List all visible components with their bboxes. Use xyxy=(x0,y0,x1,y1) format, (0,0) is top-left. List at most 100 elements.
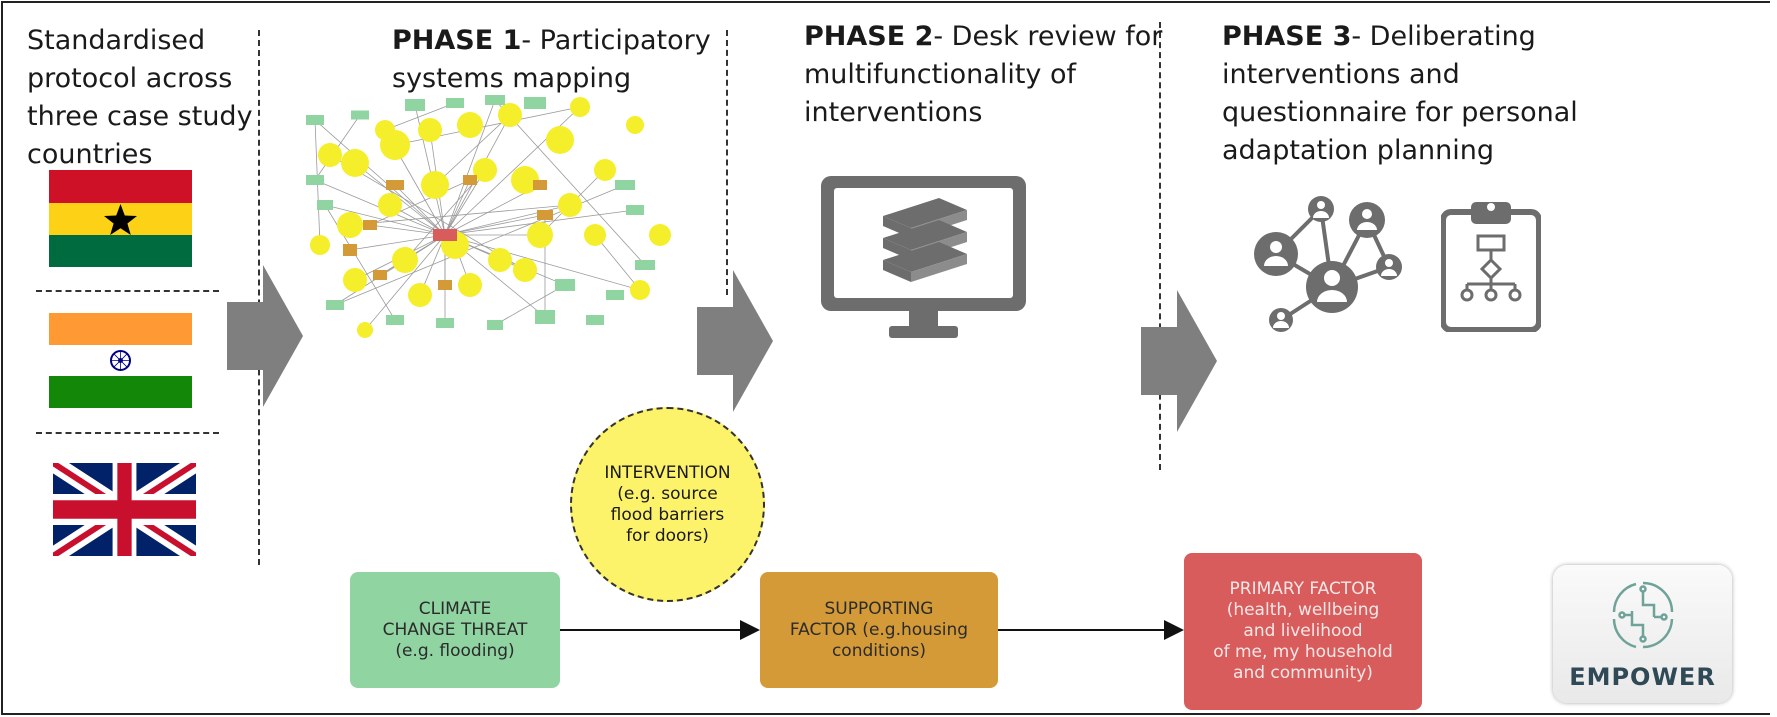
map-factor-node xyxy=(558,193,582,217)
map-factor-node xyxy=(337,212,363,238)
map-driver-node xyxy=(433,229,457,241)
empower-logo: EMPOWER xyxy=(1553,565,1732,703)
flow-arrow-2 xyxy=(697,270,773,412)
primary-line: PRIMARY FACTOR xyxy=(1229,579,1377,599)
map-edge xyxy=(324,204,446,236)
intervention-line: flood barriers xyxy=(610,504,725,525)
map-threat-node xyxy=(446,98,464,108)
systems-map-graphic xyxy=(306,95,671,338)
phase1-title: - Participatory xyxy=(521,25,711,56)
map-factor-node xyxy=(649,224,671,246)
phase3-heading: PHASE 3- Deliberating interventions and … xyxy=(1222,18,1578,170)
threat-line: (e.g. flooding) xyxy=(395,640,515,661)
network-people-icon xyxy=(1254,196,1402,332)
map-factor-node xyxy=(527,222,553,248)
left-title-line: three case study xyxy=(27,101,253,132)
map-factor-node xyxy=(594,159,616,181)
map-factor-node xyxy=(310,235,330,255)
empower-emblem-icon xyxy=(1612,581,1674,649)
map-edge xyxy=(349,234,446,251)
map-driver-node xyxy=(363,220,377,230)
left-panel-title: Standardised protocol across three case … xyxy=(27,22,253,174)
map-factor-node xyxy=(488,248,512,272)
primary-factor-box: PRIMARY FACTOR (health, wellbeing and li… xyxy=(1184,553,1422,710)
map-edge xyxy=(314,119,446,236)
map-edge xyxy=(444,99,496,236)
map-factor-node xyxy=(498,103,522,127)
map-threat-node xyxy=(524,97,546,109)
map-edge xyxy=(434,114,511,186)
map-factor-node xyxy=(421,171,449,199)
map-factor-node xyxy=(473,158,497,182)
phase3-label: PHASE 3 xyxy=(1222,21,1352,52)
map-driver-node xyxy=(386,180,404,190)
map-factor-node xyxy=(341,149,369,177)
computer-books-icon xyxy=(821,176,1026,338)
threat-line: CLIMATE xyxy=(418,598,492,619)
map-factor-node xyxy=(626,116,644,134)
phase3-title-line4: adaptation planning xyxy=(1222,135,1494,166)
phase2-heading: PHASE 2- Desk review for multifunctional… xyxy=(804,18,1162,132)
map-factor-node xyxy=(584,224,606,246)
phase3-title-line3: questionnaire for personal xyxy=(1222,97,1578,128)
map-edge xyxy=(349,204,571,226)
map-factor-node xyxy=(343,268,367,292)
separator-phase2-3 xyxy=(1159,22,1161,470)
map-edge xyxy=(594,234,641,291)
primary-line: (health, wellbeing xyxy=(1226,600,1380,620)
map-threat-node xyxy=(306,115,324,125)
map-threat-node xyxy=(485,95,505,105)
india-flag-icon xyxy=(49,313,192,408)
map-factor-node xyxy=(408,283,432,307)
map-factor-node xyxy=(630,280,650,300)
map-threat-node xyxy=(326,300,344,310)
map-driver-node xyxy=(537,210,553,220)
map-threat-node xyxy=(436,318,454,328)
map-edge xyxy=(444,179,471,236)
map-edge xyxy=(364,234,446,331)
map-factor-node xyxy=(378,193,402,217)
map-factor-node xyxy=(511,166,539,194)
map-threat-node xyxy=(351,110,369,120)
flow-connectors xyxy=(560,620,1184,640)
map-driver-node xyxy=(373,270,387,280)
books-icon xyxy=(883,198,967,282)
separator-flags-2 xyxy=(36,432,219,434)
map-driver-node xyxy=(463,175,477,185)
primary-line: and livelihood xyxy=(1243,621,1363,641)
map-factor-node xyxy=(513,258,537,282)
empower-logo-text: EMPOWER xyxy=(1569,663,1716,691)
map-driver-node xyxy=(533,180,547,190)
left-title-line: protocol across xyxy=(27,63,233,94)
map-threat-node xyxy=(405,99,425,111)
map-factor-node xyxy=(418,118,442,142)
clipboard-flowchart-icon xyxy=(1441,202,1541,332)
climate-threat-box: CLIMATE CHANGE THREAT (e.g. flooding) xyxy=(350,572,560,688)
phase2-title-line3: interventions xyxy=(804,97,983,128)
map-driver-node xyxy=(343,244,357,256)
map-threat-node xyxy=(555,279,575,291)
map-factor-node xyxy=(392,247,418,273)
threat-line: CHANGE THREAT xyxy=(382,619,528,640)
map-edge xyxy=(384,102,456,131)
flow-arrow-1 xyxy=(227,265,303,407)
map-threat-node xyxy=(386,315,404,325)
map-factor-node xyxy=(375,120,395,140)
separator-left xyxy=(258,30,260,565)
map-factor-node xyxy=(357,322,373,338)
map-factor-node xyxy=(458,273,482,297)
phase3-title-line2: interventions and xyxy=(1222,59,1460,90)
supporting-factor-box: SUPPORTING FACTOR (e.g.housing condition… xyxy=(760,572,998,688)
flow-arrow-3 xyxy=(1141,290,1217,432)
separator-phase1-2 xyxy=(726,30,728,295)
intervention-line: INTERVENTION xyxy=(604,462,731,483)
support-line: conditions) xyxy=(831,640,927,661)
map-threat-node xyxy=(606,290,624,300)
uk-flag-icon xyxy=(53,463,196,556)
intervention-line: for doors) xyxy=(626,525,709,546)
map-factor-node xyxy=(457,112,483,138)
map-threat-node xyxy=(306,175,324,185)
map-edge xyxy=(444,169,486,236)
map-threat-node xyxy=(635,260,655,270)
